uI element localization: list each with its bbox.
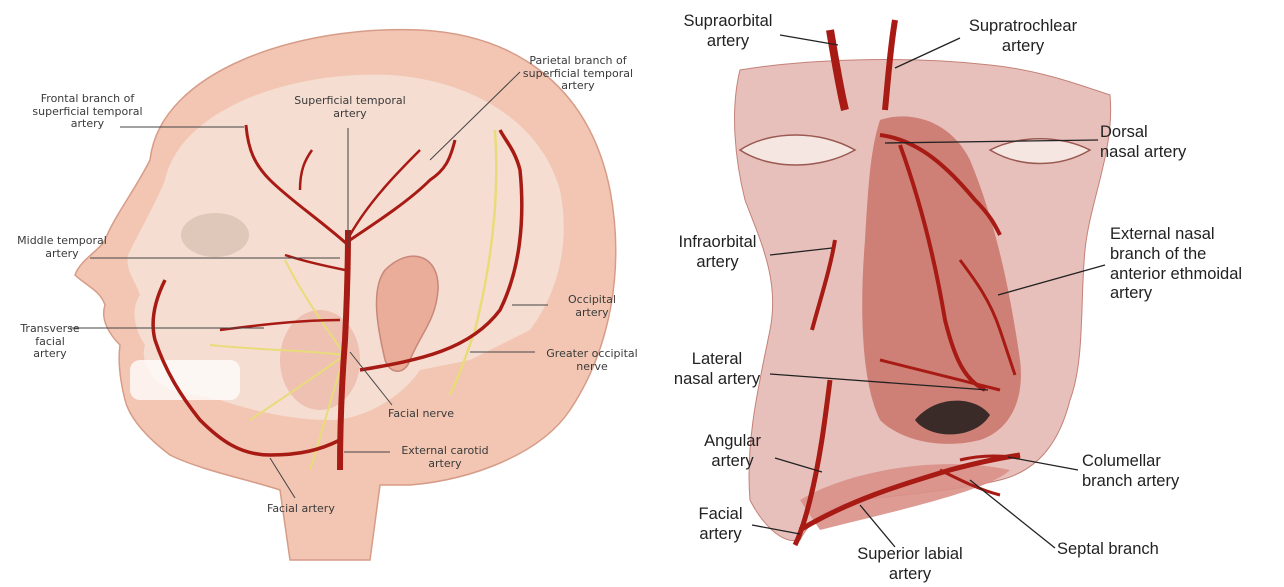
- label-greater-occipital-nerve: Greater occipital nerve: [532, 348, 652, 373]
- nose-drawing: [735, 20, 1111, 545]
- label-supraorbital-artery: Supraorbital artery: [668, 12, 788, 52]
- leader-septal: [970, 480, 1055, 548]
- label-superficial-temporal-artery: Superficial temporal artery: [280, 95, 420, 120]
- label-occipital-artery: Occipital artery: [552, 294, 632, 319]
- label-dorsal-nasal-artery: Dorsal nasal artery: [1100, 123, 1240, 163]
- label-facial-nerve: Facial nerve: [388, 408, 488, 421]
- label-parietal-branch: Parietal branch of superficial temporal …: [508, 55, 648, 93]
- label-facial-artery-right: Facial artery: [683, 505, 758, 545]
- label-superior-labial-artery: Superior labial artery: [840, 545, 980, 585]
- label-supratrochlear-artery: Supratrochlear artery: [958, 17, 1088, 57]
- label-lateral-nasal-artery: Lateral nasal artery: [662, 350, 772, 390]
- label-frontal-branch: Frontal branch of superficial temporal a…: [25, 93, 150, 131]
- eye-socket: [181, 213, 249, 257]
- label-angular-artery: Angular artery: [690, 432, 775, 472]
- label-septal-branch: Septal branch: [1057, 540, 1187, 560]
- label-middle-temporal-artery: Middle temporal artery: [2, 235, 122, 260]
- label-facial-artery-left: Facial artery: [267, 503, 367, 516]
- label-external-nasal-branch: External nasal branch of the anterior et…: [1110, 225, 1280, 304]
- label-infraorbital-artery: Infraorbital artery: [665, 233, 770, 273]
- label-external-carotid-artery: External carotid artery: [385, 445, 505, 470]
- label-transverse-facial-artery: Transverse facial artery: [5, 323, 95, 361]
- label-columellar-branch-artery: Columellar branch artery: [1082, 452, 1232, 492]
- teeth: [130, 360, 240, 400]
